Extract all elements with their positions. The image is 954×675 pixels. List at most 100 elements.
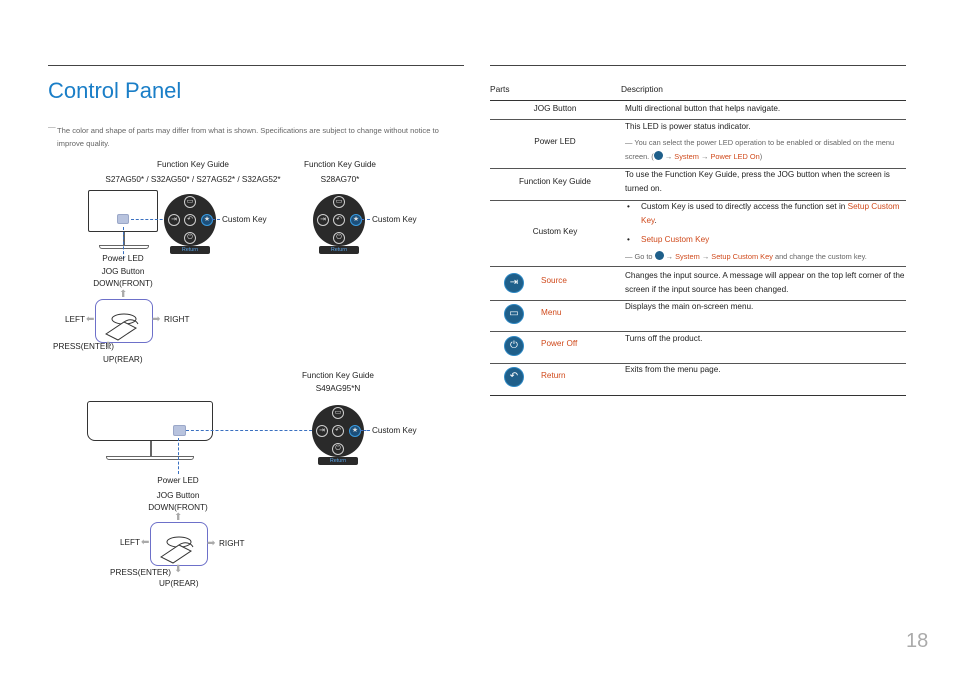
return-label: Return xyxy=(319,246,359,254)
model-label-c: S49AG95*N xyxy=(315,384,361,393)
custom-key-bullet-2: Setup Custom Key xyxy=(625,233,905,247)
arrow-glyph: → xyxy=(664,152,673,161)
function-key-guide-c: ▭ ⇥ ↶ ★ ⏻ Return xyxy=(312,405,364,465)
custom-key-icon: ★ xyxy=(349,425,361,437)
right-arrow-icon: ➡ xyxy=(207,538,216,549)
model-label-b: S28AG70* xyxy=(320,175,360,184)
menu-icon xyxy=(653,151,663,160)
up-rear-label-c: UP(REAR) xyxy=(159,579,199,588)
menu-icon: ▭ xyxy=(504,304,524,324)
setup-custom-key-link: Setup Custom Key xyxy=(641,202,900,225)
custom-key-note: ― Go to → System → Setup Custom Key and … xyxy=(625,251,867,261)
return-label: Return xyxy=(170,246,210,254)
note-text: Go to xyxy=(634,252,653,261)
custom-key-label-b: Custom Key xyxy=(372,215,417,224)
desc-custom-key: Custom Key is used to directly access th… xyxy=(625,200,905,264)
fkg-label-c: Function Key Guide xyxy=(302,371,374,380)
function-key-guide-a: ▭ ⇥ ↶ ★ ⏻ Return xyxy=(164,194,216,254)
table-rule xyxy=(490,168,906,169)
custom-key-icon: ★ xyxy=(350,214,362,226)
fkg-label-b: Function Key Guide xyxy=(304,160,376,169)
jog-button-label-a: JOG Button xyxy=(101,267,145,276)
up-arrow-icon: ⬆ xyxy=(119,289,128,300)
press-enter-label-c: PRESS(ENTER) xyxy=(110,568,171,577)
down-front-label-c: DOWN(FRONT) xyxy=(148,503,208,512)
bullet-text-end: . xyxy=(654,216,657,225)
custom-key-label-a: Custom Key xyxy=(222,215,267,224)
power-icon: ⏻ xyxy=(184,232,196,244)
return-icon: ↶ xyxy=(332,425,344,437)
system-link: System xyxy=(675,252,700,261)
table-rule xyxy=(490,300,906,301)
desc-jog-button: Multi directional button that helps navi… xyxy=(625,104,781,113)
right-arrow-icon: ➡ xyxy=(152,314,161,325)
source-icon: ⇥ xyxy=(168,214,180,226)
fkg-label-a: Function Key Guide xyxy=(157,160,229,169)
up-rear-label-a: UP(REAR) xyxy=(103,355,143,364)
menu-icon: ▭ xyxy=(333,196,345,208)
desc-source: Changes the input source. A message will… xyxy=(625,271,905,294)
press-enter-label-a: PRESS(ENTER) xyxy=(53,342,114,351)
down-arrow-icon: ⬇ xyxy=(174,564,183,575)
menu-label: Menu xyxy=(541,308,562,317)
note-text-end: and change the custom key. xyxy=(774,252,867,261)
custom-key-label-c: Custom Key xyxy=(372,426,417,435)
note-dash: ― xyxy=(48,122,56,131)
stand-neck xyxy=(150,441,152,457)
part-custom-key: Custom Key xyxy=(532,227,578,236)
source-label: Source xyxy=(541,276,567,285)
return-row-label: Return xyxy=(541,371,566,380)
page-title: Control Panel xyxy=(48,78,182,103)
close-paren: ) xyxy=(759,152,763,161)
leader-line xyxy=(360,430,370,431)
desc-function-key-guide: To use the Function Key Guide, press the… xyxy=(625,170,890,193)
part-jog-button: JOG Button xyxy=(533,104,577,113)
power-led-on-link: Power LED On xyxy=(710,152,760,161)
note: ― The color and shape of parts may diffe… xyxy=(48,122,458,150)
monitor-illustration-a xyxy=(88,190,158,232)
leader-line xyxy=(131,219,177,220)
header-parts: Parts xyxy=(490,84,510,94)
desc-menu: Displays the main on-screen menu. xyxy=(625,302,754,311)
desc-power-led: This LED is power status indicator. ― Yo… xyxy=(625,120,905,164)
leader-line xyxy=(361,219,370,220)
menu-icon: ▭ xyxy=(184,196,196,208)
part-power-led: Power LED xyxy=(534,137,576,146)
return-icon: ↶ xyxy=(333,214,345,226)
power-icon: ⏻ xyxy=(332,443,344,455)
left-label-a: LEFT xyxy=(65,315,86,324)
menu-icon: ▭ xyxy=(332,407,344,419)
stand-base xyxy=(99,245,149,249)
part-function-key-guide: Function Key Guide xyxy=(519,177,591,186)
jog-button-label-c: JOG Button xyxy=(156,491,200,500)
power-off-label: Power Off xyxy=(541,339,578,348)
table-rule xyxy=(490,331,906,332)
power-led-note: ― You can select the power LED operation… xyxy=(625,138,895,161)
table-rule xyxy=(490,395,906,396)
header-rule-right xyxy=(490,65,906,66)
source-icon: ⇥ xyxy=(504,273,524,293)
arrow-glyph: → xyxy=(700,152,709,161)
system-link: System xyxy=(674,152,699,161)
desc-power-led-text: This LED is power status indicator. xyxy=(625,122,751,131)
power-led-label-a: Power LED xyxy=(102,254,144,263)
desc-power-off: Turns off the product. xyxy=(625,334,703,343)
power-led-indicator xyxy=(173,425,186,436)
table-rule xyxy=(490,100,906,101)
arrow-glyph: → xyxy=(701,252,710,261)
table-rule xyxy=(490,266,906,267)
right-label-a: RIGHT xyxy=(164,315,190,324)
source-icon: ⇥ xyxy=(317,214,329,226)
down-front-label-a: DOWN(FRONT) xyxy=(93,279,153,288)
leader-line xyxy=(123,227,124,259)
power-led-label-c: Power LED xyxy=(157,476,199,485)
stand-base xyxy=(106,456,194,460)
down-arrow-icon: ⬇ xyxy=(104,341,113,352)
table-rule xyxy=(490,119,906,120)
jog-illustration-c xyxy=(150,522,208,566)
power-icon: ⏻ xyxy=(504,336,524,356)
header-description: Description xyxy=(621,84,663,94)
right-label-c: RIGHT xyxy=(219,539,245,548)
leader-line xyxy=(178,438,179,474)
table-rule xyxy=(490,363,906,364)
